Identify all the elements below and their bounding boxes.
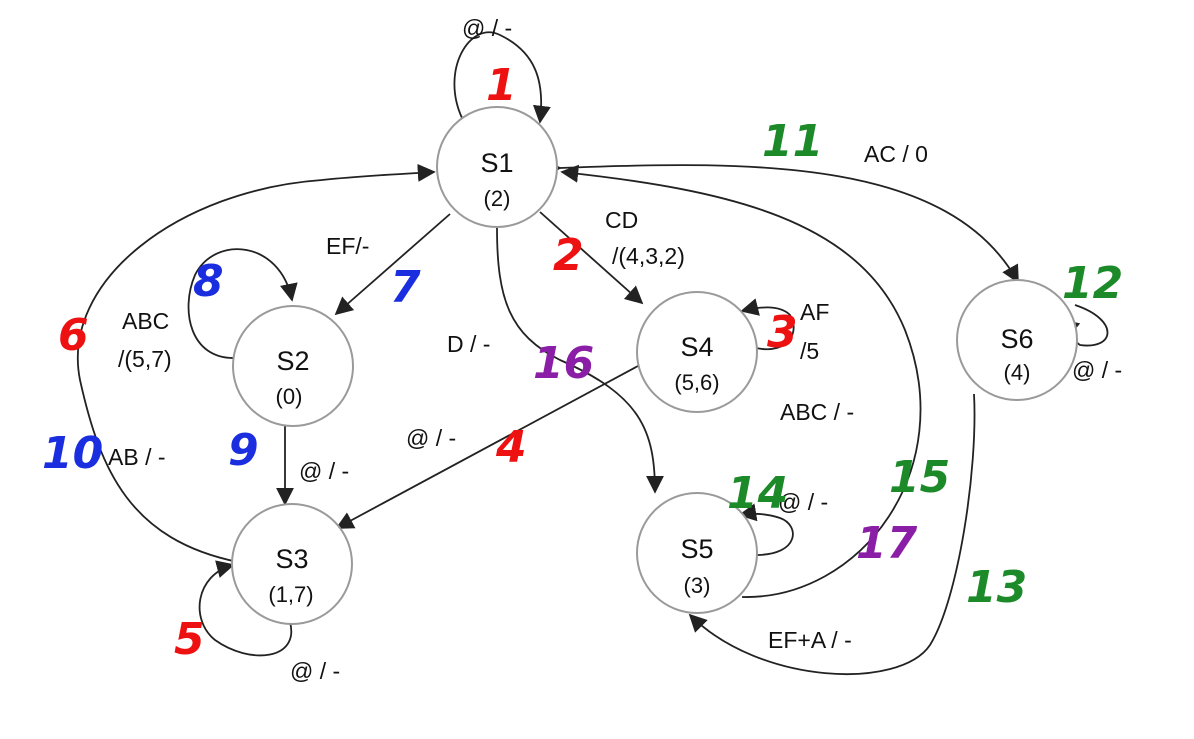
label-s6-s5: EF+A / - — [768, 627, 852, 653]
state-s3: S3 (1,7) — [231, 503, 353, 625]
state-name: S2 — [276, 346, 309, 376]
label-s1-s1: @ / - — [462, 15, 512, 41]
edge-s3-s3 — [198, 560, 293, 657]
label-s2-s2-line2: /(5,7) — [118, 346, 172, 372]
state-s2: S2 (0) — [232, 305, 354, 427]
state-name: S4 — [680, 332, 713, 362]
edge-s1-s5 — [496, 227, 664, 494]
label-s3-s1: AB / - — [108, 444, 166, 470]
annotation-number: 7 — [390, 262, 421, 313]
annotation-number: 2 — [553, 230, 584, 281]
state-name: S5 — [680, 534, 713, 564]
annotation-number: 8 — [193, 256, 224, 307]
label-s1-s2: EF/- — [326, 233, 369, 259]
label-s6-s6: @ / - — [1072, 357, 1122, 383]
annotation-number: 13 — [966, 562, 1027, 613]
state-s6: S6 (4) — [956, 279, 1078, 401]
edge-s4-s4 — [740, 298, 795, 351]
edge-s5-s5 — [738, 503, 794, 556]
state-output: (2) — [484, 186, 511, 211]
label-s4-s3: @ / - — [406, 425, 456, 451]
edge-s1-s6 — [543, 159, 1019, 284]
label-s1-s4-line2: /(4,3,2) — [612, 243, 685, 269]
state-s1: S1 (2) — [436, 106, 558, 228]
label-s1-s6: AC / 0 — [864, 141, 928, 167]
label-s3-s3: @ / - — [290, 658, 340, 684]
annotation-number: 15 — [889, 452, 950, 503]
state-output: (4) — [1004, 360, 1031, 385]
state-output: (5,6) — [674, 370, 719, 395]
label-s2-s2-line1: ABC — [122, 308, 169, 334]
label-s2-s3: @ / - — [299, 458, 349, 484]
edge-s4-s3 — [335, 365, 639, 529]
state-output: (1,7) — [268, 582, 313, 607]
state-name: S6 — [1000, 324, 1033, 354]
annotation-number: 10 — [42, 428, 103, 479]
edge-s5-s1 — [560, 164, 922, 598]
state-output: (3) — [684, 573, 711, 598]
edge-s1-s2 — [334, 213, 451, 316]
state-circle — [636, 492, 758, 614]
state-circle — [956, 279, 1078, 401]
label-s5-s5: @ / - — [778, 489, 828, 515]
annotation-number: 12 — [1062, 258, 1123, 309]
state-output: (0) — [276, 384, 303, 409]
annotation-number: 14 — [727, 468, 788, 519]
edge-s3-s1 — [77, 163, 436, 563]
edge-s1-s1 — [453, 31, 551, 124]
label-s1-s5: D / - — [447, 331, 490, 357]
label-s5-s1: ABC / - — [780, 399, 854, 425]
state-name: S3 — [275, 544, 308, 574]
state-circle — [232, 305, 354, 427]
label-s4-s4-line1: AF — [800, 299, 829, 325]
state-circle — [636, 291, 758, 413]
annotation-number: 6 — [58, 310, 89, 361]
state-name: S1 — [480, 148, 513, 178]
annotation-number: 11 — [762, 116, 823, 167]
label-s4-s4-line2: /5 — [800, 338, 819, 364]
annotation-number: 17 — [856, 518, 918, 569]
annotation-number: 4 — [495, 422, 527, 473]
edge-s2-s2 — [187, 248, 298, 359]
state-circle — [436, 106, 558, 228]
state-s5: S5 (3) — [636, 492, 758, 614]
state-circle — [231, 503, 353, 625]
annotation-number: 16 — [533, 338, 594, 389]
annotation-number: 5 — [174, 614, 205, 665]
annotation-number: 1 — [486, 60, 517, 111]
state-s4: S4 (5,6) — [636, 291, 758, 413]
annotation-number: 3 — [767, 307, 798, 358]
annotation-number: 9 — [228, 425, 259, 476]
edge-s6-s5 — [688, 393, 976, 675]
label-s1-s4-line1: CD — [605, 207, 638, 233]
